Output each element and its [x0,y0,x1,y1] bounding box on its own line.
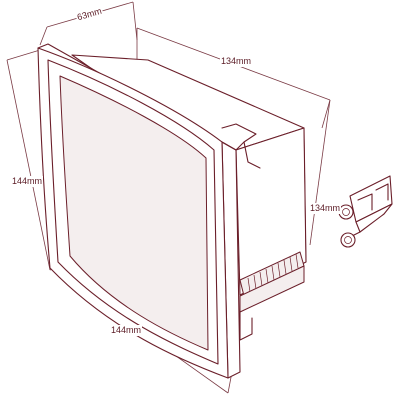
height-left-dimension-line [6,59,51,271]
height-right-dimension-label: 134mm [309,203,342,214]
height-left-dimension-label: 144mm [11,176,44,187]
mounting-clip [338,175,393,248]
height-right-dimension-line [309,99,331,246]
display-window [59,75,209,351]
clip-screw-lower [340,232,356,248]
bezel-inner-frame [47,59,219,365]
terminal-fins [247,253,299,293]
width-bottom-dimension-label: 144mm [110,325,143,336]
clip-screw-upper [338,204,354,220]
width-top-dimension-label: 134mm [220,56,253,67]
